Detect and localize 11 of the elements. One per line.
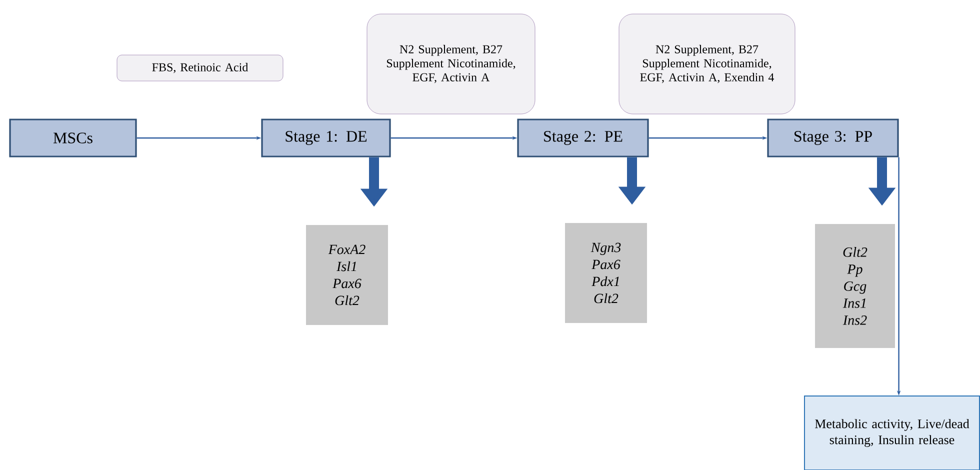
supplement-box: N2 Supplement, B27 Supplement Nicotinamide, EGF, Activin A [366, 14, 536, 114]
supplement-box: N2 Supplement, B27 Supplement Nicotinamide, EGF, Activin A, Exendin 4 [618, 14, 796, 114]
stage-box: Stage 3: PP [767, 118, 899, 158]
reagent-box: FBS, Retinoic Acid [116, 54, 284, 82]
stage-box: MSCs [9, 118, 137, 158]
gene-list-box: Glt2 Pp Gcg Ins1 Ins2 [815, 224, 895, 348]
stage-box: Stage 2: PE [517, 118, 649, 158]
stage-box: Stage 1: DE [261, 118, 391, 158]
gene-list-box: FoxA2 Isl1 Pax6 Glt2 [306, 225, 388, 325]
gene-list-box: Ngn3 Pax6 Pdx1 Glt2 [565, 223, 647, 323]
assay-box: Metabolic activity, Live/dead staining, Insulin release [804, 396, 980, 470]
